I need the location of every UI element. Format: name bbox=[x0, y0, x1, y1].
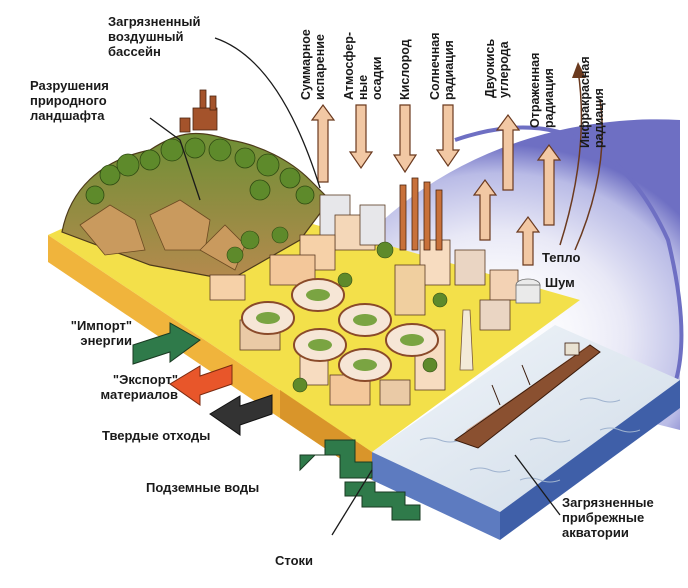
solid-waste-arrow bbox=[209, 394, 273, 436]
runoff-label: Стоки bbox=[275, 553, 314, 568]
city-trees bbox=[226, 226, 448, 393]
precipitation-arrow bbox=[348, 104, 374, 170]
infrared-curve-arrow bbox=[559, 69, 583, 246]
coastal-water-surface bbox=[372, 325, 680, 512]
water-side bbox=[372, 452, 500, 540]
reflected-arrow bbox=[515, 215, 541, 266]
monument bbox=[459, 309, 474, 371]
reflected-arrow-2 bbox=[536, 143, 562, 226]
oxygen-label: Кислород bbox=[398, 39, 412, 100]
co2-label: Двуокись углерода bbox=[483, 38, 511, 98]
groundwater-pipe bbox=[299, 439, 373, 479]
city-buildings bbox=[209, 194, 519, 406]
ring-courtyards bbox=[256, 289, 424, 371]
import-energy-arrow bbox=[132, 322, 201, 365]
export-materials-arrow bbox=[169, 364, 233, 406]
evaporation-label: Суммарное испарение bbox=[299, 29, 327, 100]
co2-arrow-2 bbox=[495, 113, 521, 191]
reflected-radiation-label: Отраженная радиация bbox=[528, 52, 556, 128]
import-energy-label: "Импорт" энергии bbox=[70, 318, 132, 348]
noise-label: Шум bbox=[545, 275, 575, 290]
solar-arrow bbox=[435, 104, 461, 168]
storage-tanks bbox=[515, 278, 541, 304]
heat-label: Тепло bbox=[542, 250, 581, 265]
oxygen-arrow bbox=[392, 104, 418, 174]
factory-chimneys bbox=[399, 177, 443, 251]
landscape-damage-label: Разрушения природного ландшафта bbox=[30, 78, 109, 123]
infrared-radiation-label: Инфракрасная радиация bbox=[578, 56, 606, 148]
heat-curve-arrow bbox=[574, 99, 603, 251]
hill-trees bbox=[85, 137, 315, 205]
flow-arrows bbox=[310, 103, 562, 266]
coastal-waters-label: Загрязненные прибрежные акватории bbox=[562, 495, 654, 540]
runoff-pipe bbox=[344, 481, 421, 521]
precipitation-label: Атмосфер- ные осадки bbox=[342, 31, 384, 100]
water-side-right bbox=[500, 380, 680, 540]
groundwater-label: Подземные воды bbox=[146, 480, 260, 495]
leader-lines bbox=[149, 37, 561, 536]
export-materials-label: "Экспорт" материалов bbox=[100, 372, 178, 402]
co2-arrow bbox=[472, 178, 498, 241]
hilltop-castle bbox=[179, 89, 218, 133]
solid-waste-label: Твердые отходы bbox=[102, 428, 211, 443]
solar-radiation-label: Солнечная радиация bbox=[428, 32, 456, 100]
evaporation-arrow bbox=[310, 103, 336, 183]
water-waves bbox=[419, 397, 641, 483]
infrared-arrow-head bbox=[572, 62, 586, 78]
atmosphere-edge bbox=[454, 125, 684, 381]
polluted-air-label: Загрязненный воздушный бассейн bbox=[108, 14, 201, 59]
cargo-ship bbox=[453, 342, 601, 449]
